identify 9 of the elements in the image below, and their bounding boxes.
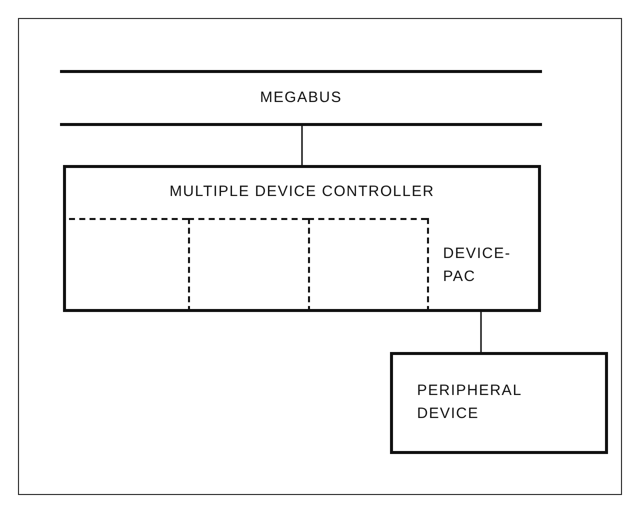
device-label: PERIPHERAL DEVICE (417, 381, 522, 424)
empty-device-slot (308, 218, 427, 312)
system-bus: MEGABUS (60, 70, 542, 126)
controller-box (63, 165, 541, 312)
empty-device-slot (188, 218, 308, 312)
connector-line (301, 126, 303, 165)
device-box (390, 352, 608, 454)
controller-title: MULTIPLE DEVICE CONTROLLER (168, 182, 436, 202)
slot-label: DEVICE-PAC (443, 244, 512, 287)
